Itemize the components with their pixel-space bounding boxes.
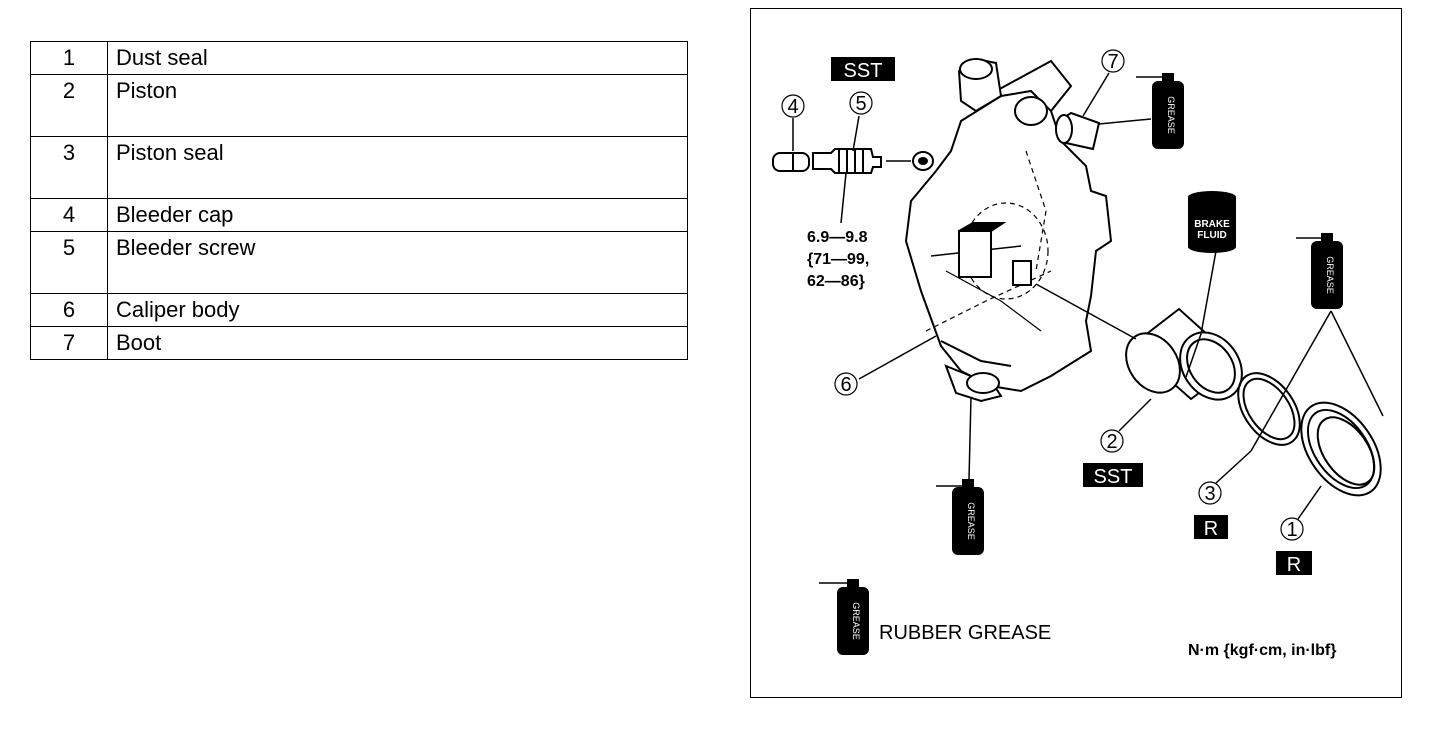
svg-text:6: 6 [840, 374, 851, 396]
table-row: 7 Boot [30, 326, 688, 360]
svg-text:FLUID: FLUID [1197, 230, 1226, 241]
part-name: Bleeder cap [107, 198, 688, 232]
svg-text:62—86}: 62—86} [807, 273, 865, 290]
torque-units-legend: N·m {kgf·cm, in·lbf} [1188, 642, 1336, 659]
svg-text:5: 5 [855, 93, 866, 115]
parts-table: 1 Dust seal 2 Piston 3 Piston seal 4 Ble… [30, 41, 688, 360]
svg-text:1: 1 [1286, 519, 1297, 541]
callout-7: 7 [1101, 49, 1125, 73]
table-row: 2 Piston [30, 74, 688, 137]
part-name: Piston [107, 74, 688, 137]
dust-seal-drawing [1300, 401, 1382, 497]
grease-tube-icon: GREASE [1311, 233, 1343, 309]
brake-fluid-icon: BRAKE FLUID [1188, 191, 1236, 253]
svg-text:7: 7 [1107, 51, 1118, 73]
grease-tube-icon: GREASE [952, 479, 984, 555]
exploded-diagram: 7 4 5 6 2 3 1 SST SST R R GREASE GREASE … [750, 8, 1402, 698]
callout-1: 1 [1280, 517, 1304, 541]
part-number: 1 [30, 41, 108, 75]
part-name: Boot [107, 326, 688, 360]
part-number: 5 [30, 231, 108, 294]
boot-drawing [1055, 111, 1101, 151]
caliper-body-drawing [904, 59, 1113, 393]
table-row: 4 Bleeder cap [30, 198, 688, 232]
r-badge-dust-seal: R [1276, 551, 1312, 576]
r-badge-piston-seal: R [1194, 515, 1228, 540]
svg-text:4: 4 [787, 96, 798, 118]
bleeder-cap-drawing [772, 152, 810, 172]
table-row: 6 Caliper body [30, 293, 688, 327]
callout-4: 4 [781, 94, 805, 118]
svg-text:GREASE: GREASE [1325, 256, 1335, 294]
svg-text:2: 2 [1106, 431, 1117, 453]
svg-text:SST: SST [1094, 466, 1133, 488]
callout-2: 2 [1100, 429, 1124, 453]
table-row: 5 Bleeder screw [30, 231, 688, 294]
part-name: Caliper body [107, 293, 688, 327]
bleeder-screw-drawing [812, 148, 882, 174]
callout-3: 3 [1198, 481, 1222, 505]
part-number: 7 [30, 326, 108, 360]
svg-text:GREASE: GREASE [966, 502, 976, 540]
part-name: Piston seal [107, 136, 688, 199]
svg-text:GREASE: GREASE [851, 602, 861, 640]
sst-badge-top: SST [831, 57, 895, 82]
torque-spec: 6.9—9.8 {71—99, 62—86} [807, 229, 869, 290]
callout-5: 5 [849, 91, 873, 115]
part-name: Dust seal [107, 41, 688, 75]
part-number: 4 [30, 198, 108, 232]
part-number: 2 [30, 74, 108, 137]
callout-6: 6 [834, 372, 858, 396]
svg-text:R: R [1287, 554, 1301, 576]
part-number: 6 [30, 293, 108, 327]
svg-text:3: 3 [1204, 483, 1215, 505]
grease-tube-icon: GREASE [837, 579, 869, 655]
grease-tube-icon: GREASE [1152, 73, 1184, 149]
caliper-guide-hole [1014, 96, 1048, 126]
part-name: Bleeder screw [107, 231, 688, 294]
svg-text:{71—99,: {71—99, [807, 251, 869, 268]
svg-text:BRAKE: BRAKE [1194, 219, 1230, 230]
caliper-top-boss [957, 57, 1003, 113]
leader-lines [792, 72, 1384, 584]
callout-numbers: 7 4 5 6 2 3 1 [781, 49, 1304, 541]
piston-drawing [1125, 307, 1243, 401]
rubber-grease-legend: RUBBER GREASE [879, 622, 1051, 644]
svg-text:SST: SST [844, 60, 883, 82]
svg-text:GREASE: GREASE [1166, 96, 1176, 134]
piston-seal-drawing [1237, 372, 1301, 446]
table-row: 1 Dust seal [30, 41, 688, 75]
svg-text:6.9—9.8: 6.9—9.8 [807, 229, 868, 246]
part-number: 3 [30, 136, 108, 199]
sst-badge-piston: SST [1083, 463, 1143, 488]
caliper-exploded-view: 7 4 5 6 2 3 1 SST SST R R GREASE GREASE … [772, 49, 1384, 659]
svg-text:R: R [1204, 518, 1218, 540]
table-row: 3 Piston seal [30, 136, 688, 199]
caliper-bottom-boss [944, 364, 1003, 403]
